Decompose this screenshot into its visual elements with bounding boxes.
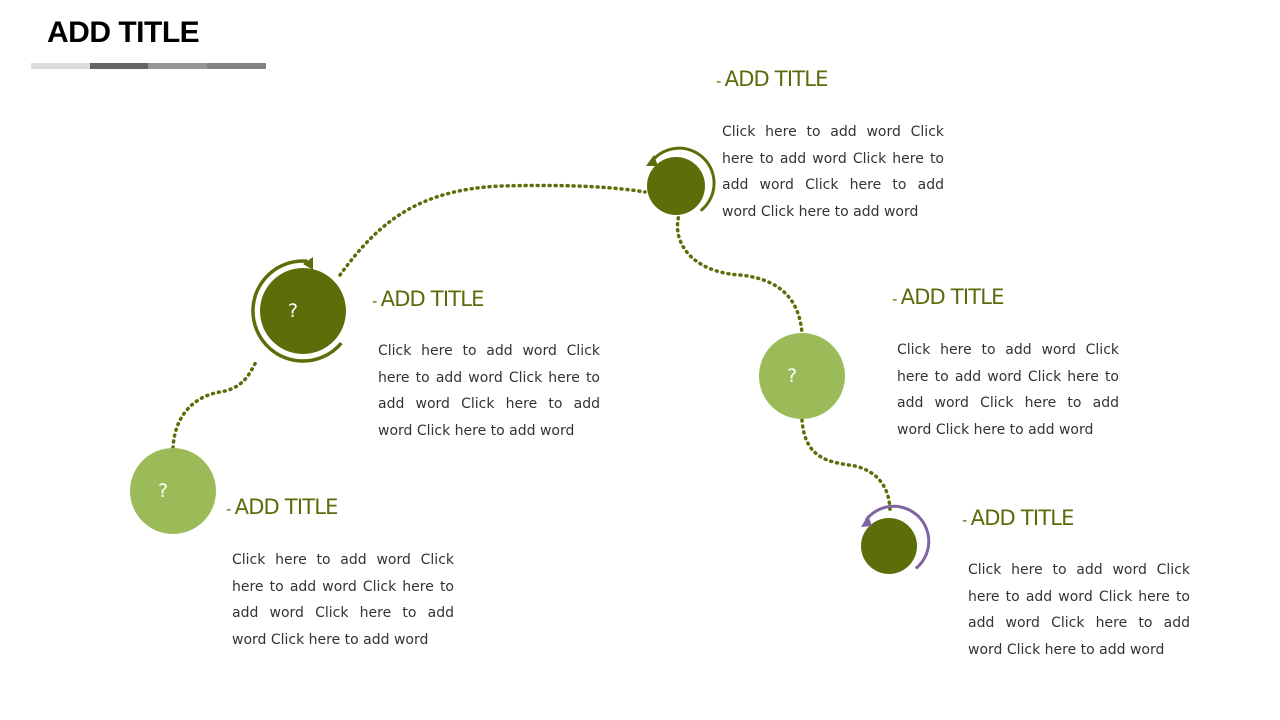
item-title: -ADD TITLE — [372, 287, 484, 311]
placeholder-icon: ? — [157, 480, 169, 502]
step-circle-4 — [759, 333, 845, 419]
cycle-arc — [650, 146, 716, 212]
item-body: Click here to add word Click here to add… — [968, 562, 1190, 658]
item-title: -ADD TITLE — [962, 506, 1074, 530]
title-underline-segment — [31, 63, 90, 69]
dotted-connector — [800, 418, 892, 514]
dotted-connector — [171, 360, 258, 450]
arrowhead-icon — [303, 257, 313, 270]
item-title: -ADD TITLE — [716, 67, 828, 91]
item-title: -ADD TITLE — [892, 285, 1004, 309]
placeholder-icon: ? — [786, 365, 798, 387]
step-circle-5 — [861, 518, 917, 574]
step-circle-1 — [130, 448, 216, 534]
page-title: ADD TITLE — [47, 16, 200, 49]
step-circle-3 — [647, 157, 705, 215]
title-underline-segment — [148, 63, 207, 69]
cycle-arc — [864, 504, 931, 570]
title-underline-segment — [90, 63, 149, 69]
item-title: -ADD TITLE — [226, 495, 338, 519]
cycle-arc — [251, 259, 343, 363]
item-body: Click here to add word Click here to add… — [232, 552, 454, 648]
arrowhead-icon — [861, 515, 872, 527]
item-body: Click here to add word Click here to add… — [897, 342, 1119, 438]
arrowhead-icon — [646, 155, 658, 166]
title-underline-segment — [207, 63, 266, 69]
step-circle-2 — [260, 268, 346, 354]
dotted-connector — [338, 183, 647, 277]
placeholder-icon: ? — [287, 300, 299, 322]
item-body: Click here to add word Click here to add… — [378, 343, 600, 439]
item-body: Click here to add word Click here to add… — [722, 124, 944, 220]
dotted-connector — [675, 210, 804, 335]
